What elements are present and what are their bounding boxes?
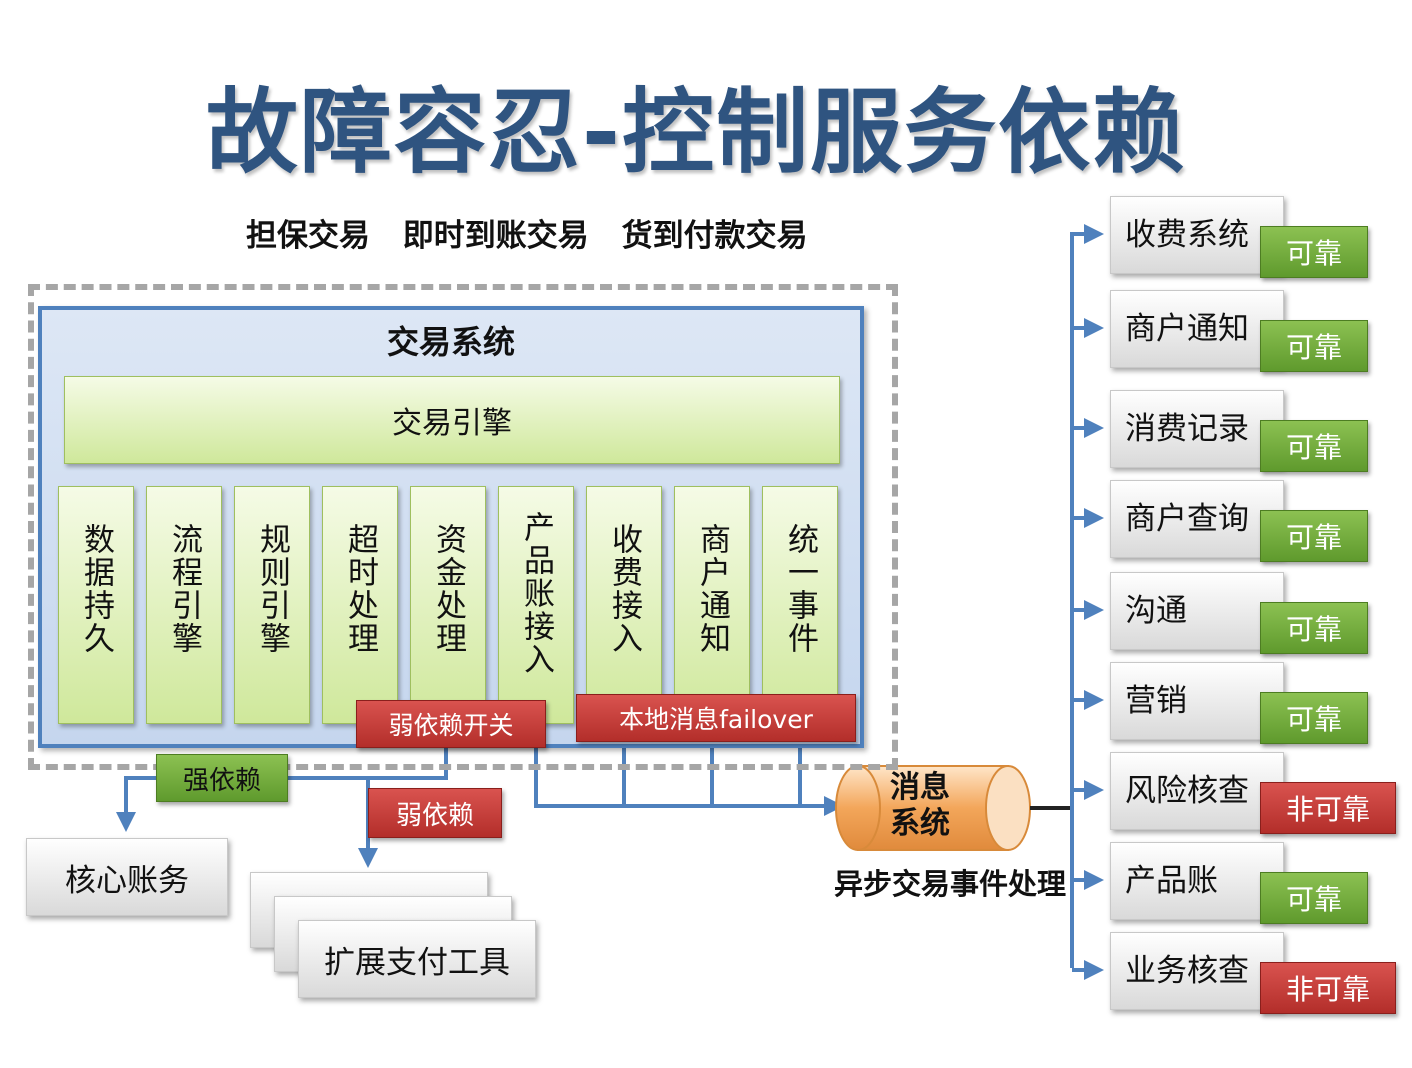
downstream-system-label: 收费系统	[1125, 217, 1249, 253]
strong-dependency-tag: 强依赖	[156, 754, 288, 802]
module-funds: 资金处理	[410, 486, 486, 724]
downstream-system-label: 消费记录	[1125, 411, 1249, 447]
core-accounting-label: 核心账务	[65, 862, 189, 899]
downstream-system-label: 沟通	[1125, 593, 1187, 629]
module-fee: 收费接入	[586, 486, 662, 724]
reliable-tag: 可靠	[1260, 320, 1368, 372]
local-message-failover-tag: 本地消息failover	[576, 694, 856, 742]
weak-dependency-tag: 弱依赖	[368, 788, 502, 838]
downstream-system-box: 营销	[1110, 662, 1284, 740]
downstream-system-label: 风险核查	[1125, 773, 1249, 809]
reliable-tag: 可靠	[1260, 226, 1368, 278]
downstream-system-label: 产品账	[1125, 863, 1218, 899]
downstream-system-box: 业务核查	[1110, 932, 1284, 1010]
module-label: 流程引擎	[166, 523, 202, 655]
downstream-system-box: 沟通	[1110, 572, 1284, 650]
extended-payment-box: 扩展支付工具	[298, 920, 536, 998]
module-label: 商户通知	[694, 523, 730, 655]
downstream-system-box: 收费系统	[1110, 196, 1284, 274]
scenario-list: 担保交易 即时到账交易 货到付款交易	[246, 216, 830, 256]
weak-dependency-switch-tag: 弱依赖开关	[356, 700, 546, 748]
downstream-system-label: 商户查询	[1125, 501, 1249, 537]
scenario-escrow: 担保交易	[246, 218, 370, 254]
module-label: 统一事件	[782, 523, 818, 655]
downstream-system-box: 产品账	[1110, 842, 1284, 920]
page-title: 故障容忍-控制服务依赖	[205, 79, 1187, 186]
module-label: 收费接入	[606, 523, 642, 655]
module-data-persistence: 数据持久	[58, 486, 134, 724]
async-event-label: 异步交易事件处理	[834, 867, 1067, 901]
reliable-tag: 可靠	[1260, 692, 1368, 744]
module-label: 资金处理	[430, 523, 466, 655]
module-timeout: 超时处理	[322, 486, 398, 724]
extended-payment-label: 扩展支付工具	[324, 944, 510, 981]
trade-system-title: 交易系统	[386, 323, 515, 361]
strong-dependency-line	[116, 776, 156, 832]
module-merchant-notify: 商户通知	[674, 486, 750, 724]
downstream-system-label: 商户通知	[1125, 311, 1249, 347]
downstream-system-label: 业务核查	[1125, 953, 1249, 989]
core-accounting-box: 核心账务	[26, 838, 228, 916]
message-system-line2: 系统	[890, 806, 950, 841]
trade-system-boundary	[28, 284, 898, 770]
scenario-cod: 货到付款交易	[621, 218, 808, 254]
module-label: 规则引擎	[254, 523, 290, 655]
reliable-tag: 可靠	[1260, 510, 1368, 562]
downstream-system-box: 商户通知	[1110, 290, 1284, 368]
module-unified-event: 统一事件	[762, 486, 838, 724]
unreliable-tag: 非可靠	[1260, 782, 1396, 834]
failover-bus	[534, 742, 840, 806]
module-label: 产品账接入	[518, 511, 554, 676]
module-label: 数据持久	[78, 523, 114, 655]
downstream-system-box: 消费记录	[1110, 390, 1284, 468]
module-label: 超时处理	[342, 523, 378, 655]
reliable-tag: 可靠	[1260, 420, 1368, 472]
unreliable-tag: 非可靠	[1260, 962, 1396, 1014]
message-system-label: 消息 系统	[872, 770, 968, 842]
downstream-system-box: 风险核查	[1110, 752, 1284, 830]
module-product-account: 产品账接入	[498, 486, 574, 724]
downstream-system-box: 商户查询	[1110, 480, 1284, 558]
module-flow-engine: 流程引擎	[146, 486, 222, 724]
trade-engine-label: 交易引擎	[392, 406, 512, 441]
downstream-arrows	[1072, 224, 1104, 980]
reliable-tag: 可靠	[1260, 602, 1368, 654]
trade-engine: 交易引擎	[64, 376, 840, 464]
reliable-tag: 可靠	[1260, 872, 1368, 924]
message-system-line1: 消息	[890, 770, 950, 805]
downstream-system-label: 营销	[1125, 683, 1187, 719]
module-rule-engine: 规则引擎	[234, 486, 310, 724]
scenario-instant: 即时到账交易	[402, 218, 589, 254]
